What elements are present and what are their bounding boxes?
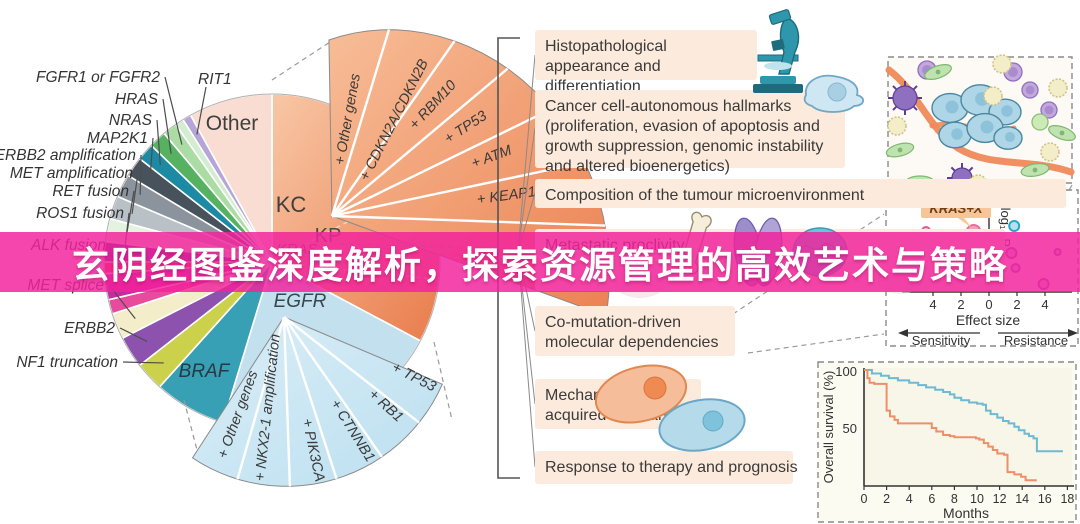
pie-label: KC — [276, 192, 307, 217]
gene-label: NF1 truncation — [16, 354, 118, 371]
km-ylabel: Overall survival (%) — [821, 371, 836, 484]
leader-line — [149, 137, 154, 179]
list-item-resistance: Mechanisms of acquired resistance — [535, 379, 701, 429]
leader-line — [122, 361, 164, 364]
list-item-microenvironment: Composition of the tumour microenvironme… — [535, 179, 1066, 208]
leader-line — [139, 154, 142, 195]
neutrophil-icon — [1040, 142, 1060, 162]
gene-label: ROS1 fusion — [36, 205, 124, 222]
km-xtick: 16 — [1038, 492, 1052, 506]
microenvironment-panel — [885, 54, 1076, 194]
leader-line — [164, 76, 183, 145]
km-xtick: 14 — [1015, 492, 1029, 506]
km-curve-orange — [864, 369, 1037, 482]
neutrophil-icon — [1048, 78, 1068, 98]
km-xtick: 18 — [1060, 492, 1074, 506]
leader-line — [119, 327, 148, 343]
pie-label: BRAF — [179, 361, 231, 382]
gene-label: NRAS — [109, 112, 153, 129]
volcano-point — [1008, 220, 1021, 232]
km-xtick: 10 — [970, 492, 984, 506]
gene-label: ERBB2 — [64, 320, 115, 337]
dashed-connector — [271, 41, 331, 81]
neutrophil-icon — [887, 116, 907, 136]
list-item-comutation: Co-mutation-driven molecular dependencie… — [535, 306, 735, 356]
km-xtick: 6 — [928, 492, 935, 506]
leader-line — [162, 98, 172, 154]
volcano-xtick: 2 — [1013, 297, 1020, 312]
km-xtick: 0 — [861, 492, 868, 506]
list-item-response: Response to therapy and prognosis — [535, 451, 798, 484]
spoke-line — [517, 54, 536, 252]
volcano-xtick: 2 — [957, 297, 964, 312]
gene-label: RET fusion — [52, 183, 129, 200]
km-ytick: 100 — [835, 364, 857, 379]
gene-label: HRAS — [115, 91, 159, 108]
leader-line — [196, 86, 207, 135]
volcano-resistance-label: Resistance — [1004, 333, 1068, 348]
km-xtick: 8 — [951, 492, 958, 506]
overlay-banner: 玄阴经图鉴深度解析，探索资源管理的高效艺术与策略 — [0, 232, 1080, 292]
km-xtick: 12 — [993, 492, 1007, 506]
spoke-line — [517, 127, 536, 252]
volcano-sensitivity-label: Sensitivity — [912, 333, 971, 348]
dashed-connector — [433, 341, 453, 421]
km-xtick: 2 — [883, 492, 890, 506]
immune-cell-icon — [888, 81, 922, 115]
gene-label: FGFR1 or FGFR2 — [36, 69, 160, 86]
banner-title: 玄阴经图鉴深度解析，探索资源管理的高效艺术与策略 — [72, 245, 1008, 286]
km-xlabel: Months — [943, 505, 989, 521]
leader-line — [156, 119, 161, 165]
dashed-connector — [747, 333, 885, 354]
volcano-xtick: 0 — [985, 297, 992, 312]
volcano-xtick: 4 — [929, 297, 936, 312]
volcano-xlabel: Effect size — [956, 312, 1021, 328]
gene-label: MET amplification — [10, 165, 133, 182]
pie-label: EGFR — [274, 291, 327, 312]
km-ytick: 50 — [843, 421, 857, 436]
km-curve-blue — [864, 369, 1063, 453]
neutrophil-icon — [992, 54, 1012, 74]
list-item-hallmarks: Cancer cell-autonomous hallmarks (prolif… — [535, 90, 845, 175]
leader-line — [131, 172, 139, 214]
pie-label: Other — [206, 112, 259, 135]
km-xtick: 4 — [906, 492, 913, 506]
gene-label: RIT1 — [198, 71, 232, 88]
gene-label: ERBB2 amplification — [0, 147, 136, 164]
volcano-xtick: 4 — [1041, 297, 1048, 312]
neutrophil-icon — [983, 86, 1003, 106]
egfr-comutation-fan: + TP53+ RB1+ CTNNB1+ PIK3CA+ NKX2-1 ampl… — [191, 316, 444, 487]
pie-slice — [189, 93, 273, 266]
gene-label: MAP2K1 — [87, 130, 148, 147]
list-item-histopathology: Histopathological appearance and differe… — [535, 30, 757, 95]
